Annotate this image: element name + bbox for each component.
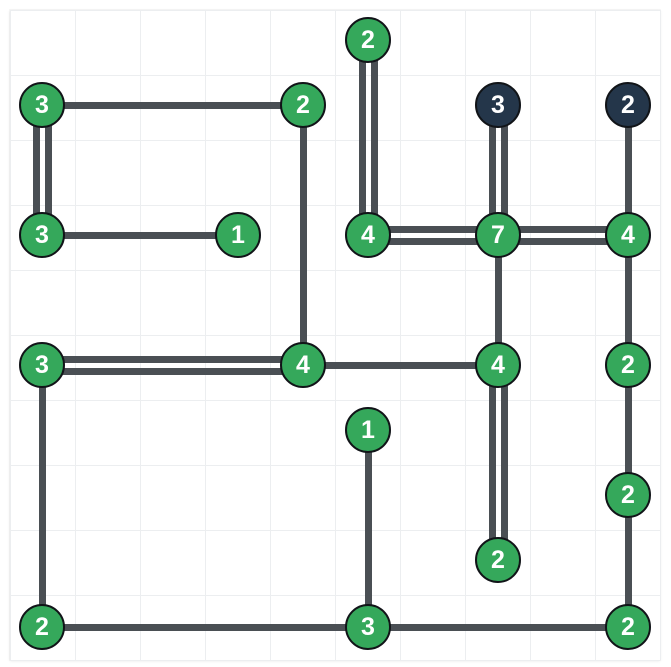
island-label: 1: [361, 415, 375, 444]
island-label: 3: [35, 220, 49, 249]
island-node[interactable]: 3: [19, 82, 65, 128]
bridge-double[interactable]: [488, 365, 496, 560]
bridge-single[interactable]: [624, 365, 632, 495]
bridge-single[interactable]: [624, 105, 632, 235]
bridge-double[interactable]: [368, 225, 498, 233]
island-label: 2: [621, 350, 635, 379]
island-node[interactable]: 4: [345, 212, 391, 258]
island-node[interactable]: 7: [475, 212, 521, 258]
island-node[interactable]: 4: [280, 342, 326, 388]
bridge-single[interactable]: [38, 365, 46, 627]
grid-line-horizontal: [10, 335, 660, 336]
bridge-double[interactable]: [42, 355, 303, 363]
island-label: 7: [491, 220, 505, 249]
island-node[interactable]: 2: [280, 82, 326, 128]
island-label: 4: [361, 220, 375, 249]
island-label: 2: [35, 612, 49, 641]
island-node[interactable]: 3: [475, 82, 521, 128]
island-label: 4: [621, 220, 635, 249]
island-node[interactable]: 2: [345, 17, 391, 63]
bridge-double[interactable]: [42, 367, 303, 375]
bridge-single[interactable]: [42, 623, 368, 631]
bridge-double[interactable]: [32, 105, 40, 235]
grid-background: [10, 10, 661, 661]
bridge-double[interactable]: [44, 105, 52, 235]
island-node[interactable]: 2: [605, 472, 651, 518]
bridge-double[interactable]: [500, 105, 508, 235]
island-label: 3: [491, 90, 505, 119]
island-label: 1: [231, 220, 245, 249]
bridge-double[interactable]: [358, 40, 366, 235]
bridge-single[interactable]: [368, 623, 628, 631]
island-node[interactable]: 1: [215, 212, 261, 258]
bridge-double[interactable]: [498, 237, 628, 245]
island-label: 2: [621, 612, 635, 641]
grid-line-horizontal: [10, 10, 660, 11]
bridge-double[interactable]: [500, 365, 508, 560]
bridge-double[interactable]: [488, 105, 496, 235]
island-label: 4: [491, 350, 505, 379]
island-node[interactable]: 4: [475, 342, 521, 388]
island-node[interactable]: 4: [605, 212, 651, 258]
island-node[interactable]: 2: [475, 537, 521, 583]
island-label: 2: [296, 90, 310, 119]
bridge-single[interactable]: [624, 235, 632, 365]
bridge-single[interactable]: [303, 361, 498, 369]
bridge-single[interactable]: [624, 495, 632, 627]
island-label: 4: [296, 350, 310, 379]
grid-line-horizontal: [10, 400, 660, 401]
grid-line-horizontal: [10, 140, 660, 141]
grid-line-horizontal: [10, 530, 660, 531]
grid-line-horizontal: [10, 205, 660, 206]
bridge-double[interactable]: [368, 237, 498, 245]
island-label: 2: [361, 25, 375, 54]
island-node[interactable]: 3: [19, 212, 65, 258]
grid-line-horizontal: [10, 465, 660, 466]
island-label: 2: [621, 90, 635, 119]
island-node[interactable]: 3: [345, 604, 391, 650]
bridge-single[interactable]: [42, 231, 238, 239]
island-node[interactable]: 1: [345, 407, 391, 453]
bridge-single[interactable]: [299, 105, 307, 365]
island-node[interactable]: 3: [19, 342, 65, 388]
island-node[interactable]: 2: [605, 82, 651, 128]
island-label: 3: [361, 612, 375, 641]
island-node[interactable]: 2: [605, 604, 651, 650]
island-node[interactable]: 2: [605, 342, 651, 388]
bridge-single[interactable]: [42, 101, 303, 109]
island-label: 2: [491, 545, 505, 574]
grid-line-horizontal: [10, 270, 660, 271]
bridge-double[interactable]: [370, 40, 378, 235]
bridge-single[interactable]: [364, 430, 372, 627]
grid-line-horizontal: [10, 660, 660, 661]
grid-line-horizontal: [10, 595, 660, 596]
grid-line-horizontal: [10, 75, 660, 76]
island-label: 3: [35, 90, 49, 119]
island-label: 2: [621, 480, 635, 509]
bridge-single[interactable]: [494, 235, 502, 365]
island-node[interactable]: 2: [19, 604, 65, 650]
island-label: 3: [35, 350, 49, 379]
grid-line-vertical: [660, 10, 661, 660]
bridge-double[interactable]: [498, 225, 628, 233]
